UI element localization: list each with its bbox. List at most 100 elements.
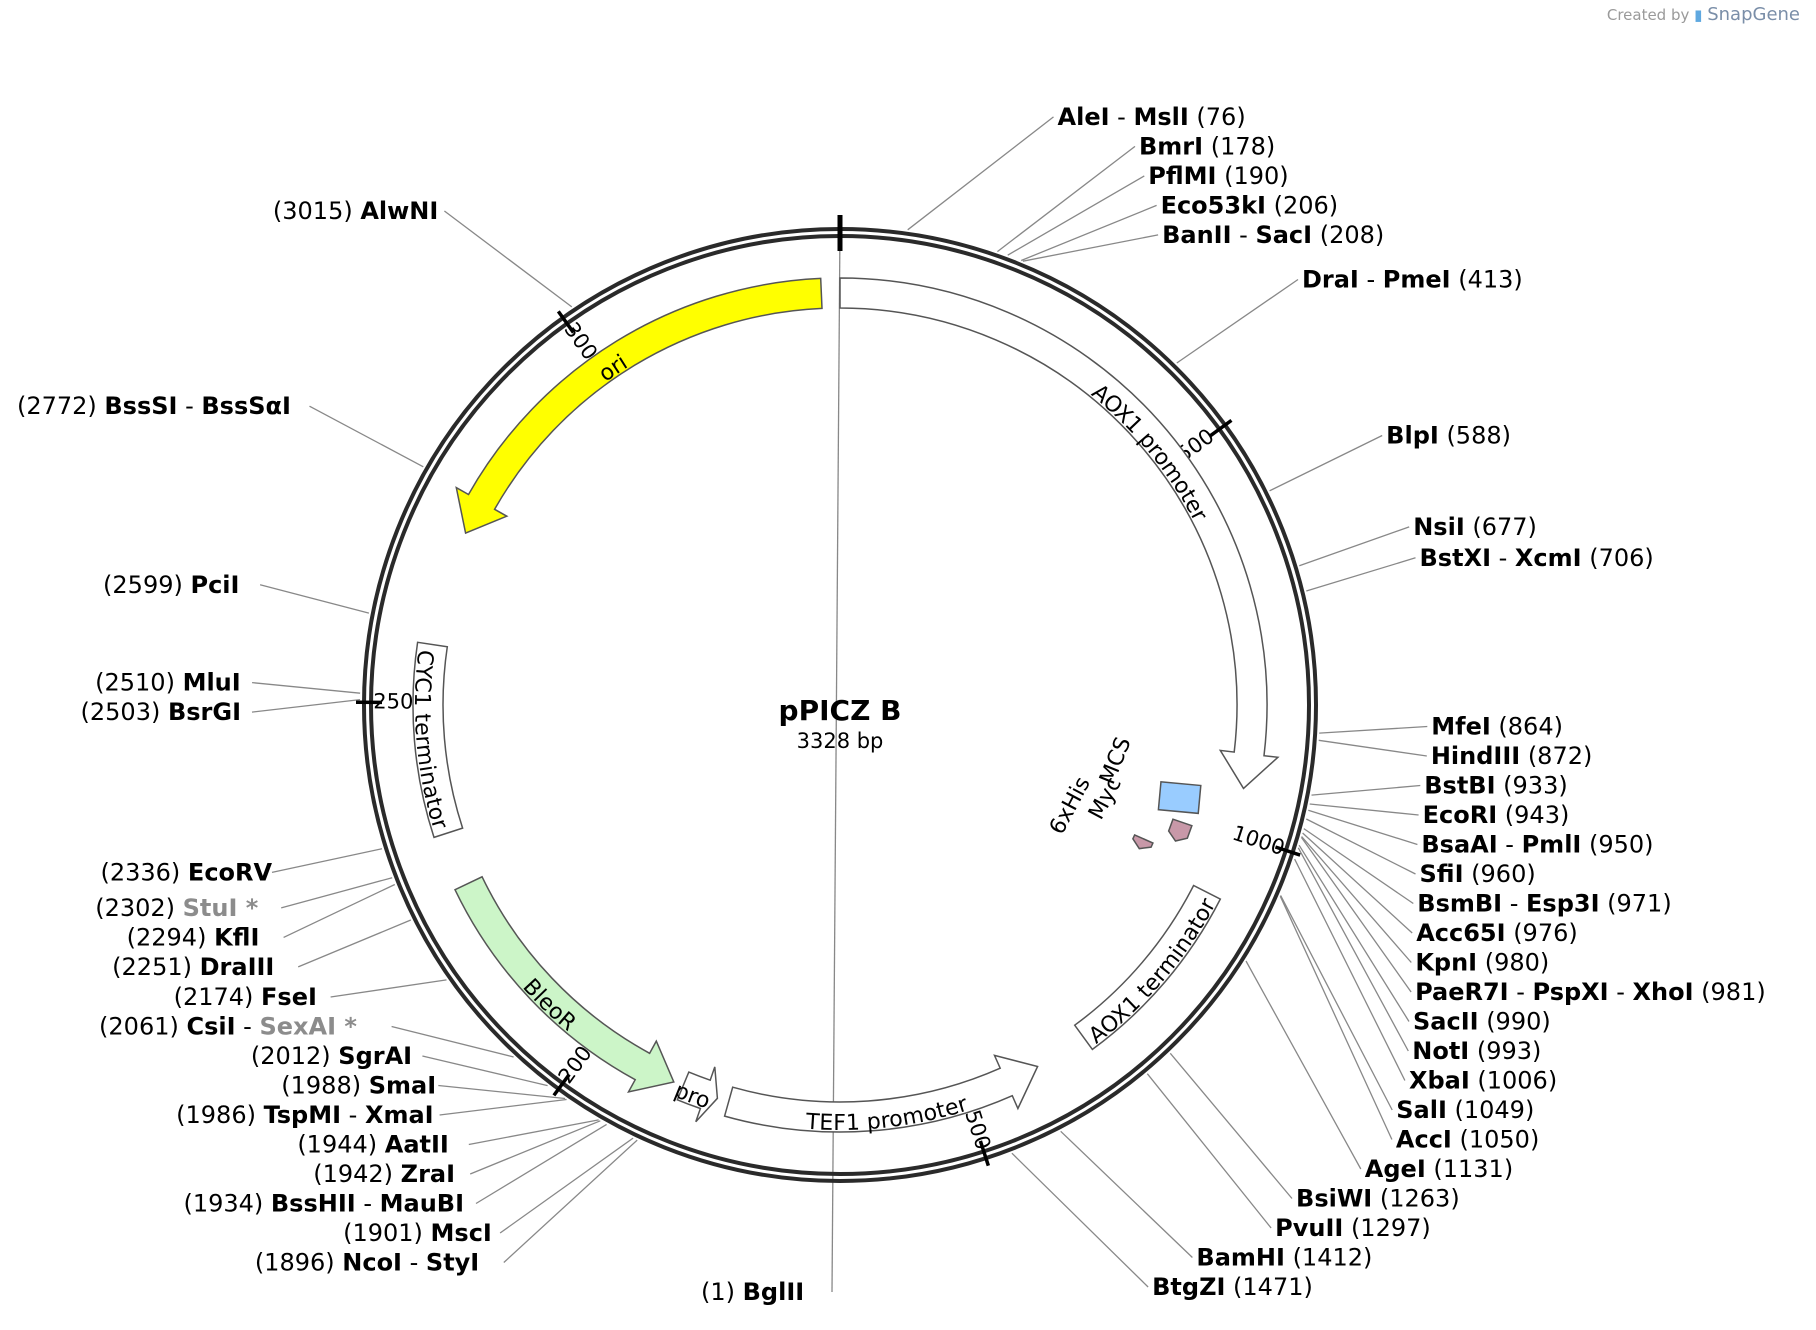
site-bamhi[interactable]: BamHI (1412): [1196, 1244, 1372, 1272]
site-bsrgi[interactable]: (2503) BsrGI: [81, 698, 241, 726]
site-noti[interactable]: NotI (993): [1412, 1037, 1541, 1065]
feature-aox1-terminator[interactable]: AOX1 terminator: [1073, 884, 1222, 1051]
site-acci-enzyme-0: AccI: [1396, 1126, 1452, 1154]
site-aatii[interactable]: (1944) AatII: [297, 1131, 449, 1159]
site-kpni[interactable]: KpnI (980): [1415, 949, 1549, 977]
site-xbai[interactable]: XbaI (1006): [1409, 1067, 1557, 1095]
site-pvuii-enzyme-0: PvuII: [1275, 1214, 1343, 1242]
site-eco53ki-position: (206): [1266, 191, 1338, 219]
site-bglii[interactable]: (1) BglII: [701, 1278, 804, 1306]
site-smai[interactable]: (1988) SmaI: [281, 1072, 436, 1100]
site-bsmbi-esp3i[interactable]: BsmBI - Esp3I (971): [1417, 890, 1671, 918]
site-pflmi-label: PflMI (190): [1148, 162, 1288, 190]
site-alwni-enzyme-0: AlwNI: [360, 197, 438, 225]
site-sfii-label: SfiI (960): [1420, 860, 1536, 888]
site-drai-pmei-enzyme-0: DraI: [1302, 266, 1359, 294]
site-msci[interactable]: (1901) MscI: [343, 1219, 492, 1247]
site-ecori-label: EcoRI (943): [1423, 801, 1570, 829]
site-acci[interactable]: AccI (1050): [1396, 1126, 1539, 1154]
site-bsshii-maubi-leader: [475, 1123, 607, 1205]
site-bsaai-pmli-separator: -: [1498, 831, 1522, 859]
site-sacii[interactable]: SacII (990): [1413, 1008, 1551, 1036]
plasmid-length: 3328 bp: [797, 729, 884, 753]
site-draiii[interactable]: (2251) DraIII: [112, 953, 274, 981]
site-ecori-position: (943): [1497, 801, 1569, 829]
feature-em7-promoter[interactable]: EM7 promoter: [0, 0, 719, 1123]
site-btgzi-position: (1471): [1225, 1273, 1312, 1301]
site-blpi[interactable]: BlpI (588): [1386, 422, 1511, 450]
site-hindiii[interactable]: HindIII (872): [1431, 742, 1593, 770]
site-bsssi-bsss-i-position: (2772): [17, 392, 104, 420]
site-eco53ki[interactable]: Eco53kI (206): [1161, 191, 1339, 219]
site-ecori[interactable]: EcoRI (943): [1423, 801, 1570, 829]
site-btgzi-label: BtgZI (1471): [1152, 1273, 1313, 1301]
site-nsii[interactable]: NsiI (677): [1413, 513, 1537, 541]
site-bsiwi[interactable]: BsiWI (1263): [1296, 1185, 1460, 1213]
site-bstxi-xcmi-leader: [1306, 557, 1416, 592]
site-sfii[interactable]: SfiI (960): [1420, 860, 1536, 888]
feature-tef1-promoter[interactable]: TEF1 promoter: [723, 1054, 1039, 1136]
site-bsshii-maubi-position: (1934): [183, 1190, 270, 1218]
site-mfei-enzyme-0: MfeI: [1431, 713, 1491, 741]
site-mfei-position: (864): [1491, 713, 1563, 741]
site-mlui-position: (2510): [95, 669, 182, 697]
site-bsshii-maubi-enzyme-1: MauBI: [380, 1190, 464, 1218]
site-paer7i-pspxi-xhoi[interactable]: PaeR7I - PspXI - XhoI (981): [1415, 978, 1766, 1006]
site-stui[interactable]: (2302) StuI *: [95, 894, 259, 922]
site-acc65i[interactable]: Acc65I (976): [1416, 919, 1578, 947]
site-csii-sexai[interactable]: (2061) CsiI - SexAI *: [99, 1013, 357, 1041]
tick-1000: [1274, 845, 1301, 857]
site-bsiwi-position: (1263): [1372, 1185, 1459, 1213]
site-bsshii-maubi[interactable]: (1934) BssHII - MauBI: [183, 1190, 464, 1218]
site-mlui[interactable]: (2510) MluI: [95, 669, 241, 697]
site-zrai[interactable]: (1942) ZraI: [313, 1160, 455, 1188]
site-csii-sexai-position: (2061): [99, 1013, 186, 1041]
site-agei-leader: [1245, 960, 1362, 1170]
site-bstbi[interactable]: BstBI (933): [1424, 772, 1567, 800]
site-csii-sexai-label: (2061) CsiI - SexAI *: [99, 1013, 357, 1041]
site-bsssi-bsss-i-enzyme-1: BssSαI: [201, 392, 291, 420]
site-alwni[interactable]: (3015) AlwNI: [273, 197, 438, 225]
feature-bleor-shape: [453, 875, 675, 1093]
site-bstxi-xcmi[interactable]: BstXI - XcmI (706): [1420, 544, 1654, 572]
feature-cyc1-terminator[interactable]: CYC1 terminator: [409, 641, 464, 839]
site-sali-label: SalI (1049): [1396, 1096, 1534, 1124]
site-sali[interactable]: SalI (1049): [1396, 1096, 1534, 1124]
site-ecorv[interactable]: (2336) EcoRV: [100, 858, 272, 886]
site-ncoi-styi[interactable]: (1896) NcoI - StyI: [255, 1249, 479, 1277]
site-kfli[interactable]: (2294) KflI: [127, 923, 260, 951]
site-pcii-enzyme-0: PciI: [190, 571, 239, 599]
site-bmri-label: BmrI (178): [1139, 132, 1275, 160]
site-hindiii-leader: [1318, 739, 1427, 757]
site-pvuii[interactable]: PvuII (1297): [1275, 1214, 1431, 1242]
site-btgzi[interactable]: BtgZI (1471): [1152, 1273, 1313, 1301]
site-banii-saci[interactable]: BanII - SacI (208): [1162, 221, 1384, 249]
site-bsaai-pmli[interactable]: BsaAI - PmlI (950): [1421, 831, 1653, 859]
site-pflmi[interactable]: PflMI (190): [1148, 162, 1288, 190]
feature-aox1-promoter[interactable]: AOX1 promoter: [839, 277, 1280, 790]
site-sfii-leader: [1306, 818, 1416, 875]
site-drai-pmei[interactable]: DraI - PmeI (413): [1302, 266, 1523, 294]
site-fsei[interactable]: (2174) FseI: [174, 983, 317, 1011]
site-drai-pmei-separator: -: [1359, 266, 1383, 294]
site-bsssi-bsss-i[interactable]: (2772) BssSI - BssSαI: [17, 392, 291, 420]
site-zrai-label: (1942) ZraI: [313, 1160, 455, 1188]
site-tspmi-xmai[interactable]: (1986) TspMI - XmaI: [176, 1101, 433, 1129]
site-btgzi-leader: [1011, 1152, 1149, 1288]
site-bstxi-xcmi-enzyme-0: BstXI: [1420, 544, 1491, 572]
site-bmri[interactable]: BmrI (178): [1139, 132, 1275, 160]
site-pcii[interactable]: (2599) PciI: [103, 571, 239, 599]
snapgene-credit: Created by ▮ SnapGene: [1607, 4, 1800, 25]
site-alei-msli[interactable]: AleI - MslI (76): [1058, 103, 1246, 131]
feature-ori[interactable]: ori: [455, 277, 823, 535]
site-kfli-label: (2294) KflI: [127, 923, 260, 951]
site-alei-msli-position: (76): [1189, 103, 1246, 131]
site-ecorv-leader: [271, 848, 383, 874]
site-paer7i-pspxi-xhoi-enzyme-2: XhoI: [1633, 978, 1694, 1006]
site-csii-sexai-enzyme-1: SexAI *: [259, 1013, 357, 1041]
site-sgrai[interactable]: (2012) SgrAI: [251, 1042, 412, 1070]
site-agei[interactable]: AgeI (1131): [1365, 1155, 1513, 1183]
site-kfli-position: (2294): [127, 923, 214, 951]
site-fsei-position: (2174): [174, 983, 261, 1011]
site-mfei[interactable]: MfeI (864): [1431, 713, 1563, 741]
